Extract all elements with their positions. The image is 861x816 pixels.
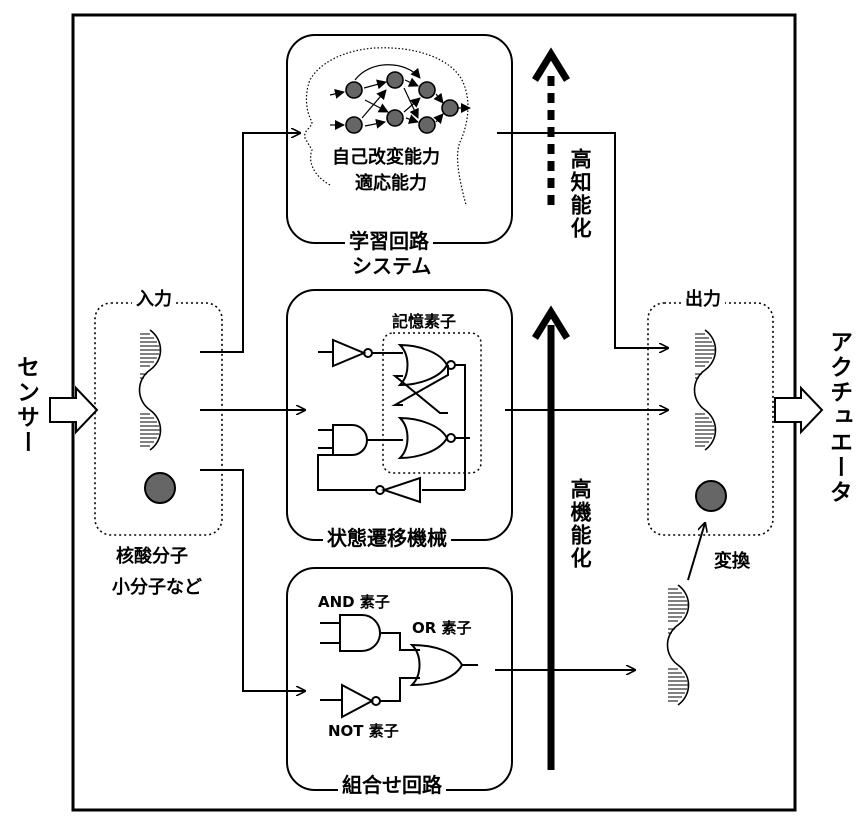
- and-label: AND 素子: [318, 593, 390, 611]
- sensor-arrow: [49, 385, 99, 435]
- learning-title-line1: 学習回路: [345, 230, 433, 253]
- input-caption-line2: 小分子など: [112, 577, 202, 598]
- output-title: 出力: [681, 289, 725, 311]
- output-connections: [495, 132, 668, 670]
- or-label: OR 素子: [412, 619, 472, 637]
- combinational-title: 組合せ回路: [338, 774, 446, 797]
- capability-arrow: [532, 47, 570, 770]
- lower-arrow-label: 高機能化: [568, 478, 593, 570]
- state-machine-title: 状態遷移機械: [323, 527, 451, 550]
- learning-title-line2: システム: [352, 254, 432, 278]
- input-connections: [200, 133, 305, 691]
- neural-network: [329, 64, 471, 134]
- output-molecule-icon: [695, 480, 727, 512]
- convert-arrow: [687, 523, 705, 581]
- outer-frame: [71, 13, 797, 812]
- actuator-label: アクチュエータ: [825, 330, 852, 505]
- combinational-circuit: [320, 614, 478, 719]
- not-label: NOT 素子: [328, 722, 399, 740]
- free-dna-icon: [666, 584, 690, 706]
- actuator-arrow: [774, 385, 824, 435]
- learning-inner-line2: 適応能力: [355, 173, 427, 194]
- output-dna-icon: [693, 329, 717, 451]
- convert-label: 変換: [714, 551, 750, 572]
- input-dna-icon: [138, 329, 162, 451]
- state-machine-circuit: [317, 332, 482, 504]
- input-caption-line1: 核酸分子: [116, 546, 188, 567]
- sensor-label: センサー: [12, 355, 39, 455]
- memory-label: 記憶素子: [388, 312, 461, 332]
- upper-arrow-label: 高知能化: [568, 148, 593, 240]
- input-title: 入力: [132, 289, 176, 311]
- input-molecule-icon: [144, 472, 176, 504]
- learning-inner-line1: 自己改変能力: [332, 147, 440, 168]
